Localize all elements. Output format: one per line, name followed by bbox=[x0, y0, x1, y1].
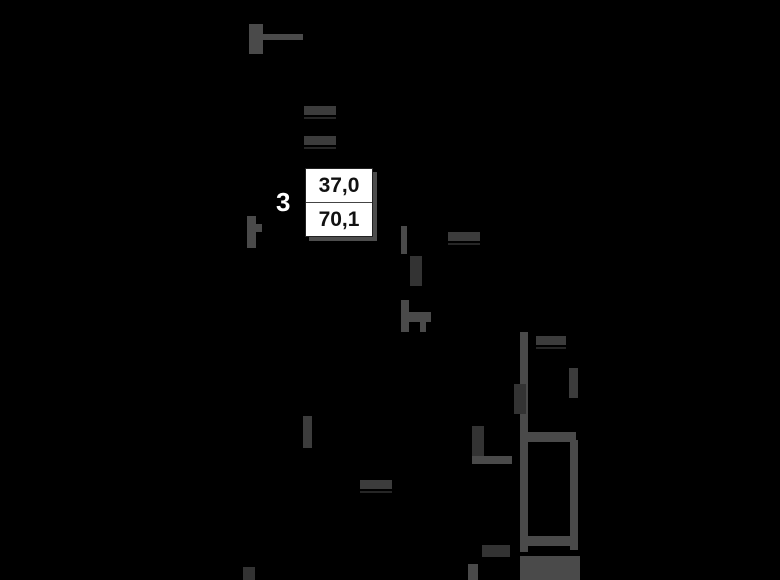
wall-segment bbox=[249, 24, 263, 54]
dimension-label bbox=[569, 368, 578, 398]
wall-segment bbox=[468, 564, 478, 580]
wall-segment bbox=[263, 34, 303, 40]
wall-segment bbox=[570, 440, 578, 550]
total-area: 70,1 bbox=[318, 207, 360, 231]
wall-segment bbox=[401, 300, 409, 332]
wall-segment bbox=[520, 432, 528, 552]
wall-segment bbox=[472, 456, 512, 464]
wall-segment bbox=[420, 322, 426, 332]
wall-segment bbox=[409, 312, 431, 322]
dimension-label bbox=[303, 416, 312, 448]
wall-segment bbox=[528, 432, 576, 442]
unit-callout[interactable]: 3 37,0 70,1 bbox=[270, 166, 380, 242]
wall-segment bbox=[256, 224, 262, 232]
wall-segment bbox=[401, 226, 407, 254]
wall-segment bbox=[410, 256, 422, 286]
wall-segment bbox=[528, 536, 572, 546]
dimension-label bbox=[360, 480, 392, 493]
area-box: 37,0 70,1 bbox=[305, 168, 373, 237]
dimension-label bbox=[304, 136, 336, 149]
wall-segment bbox=[520, 556, 580, 580]
wall-segment bbox=[482, 545, 510, 557]
wall-segment bbox=[243, 567, 255, 580]
wall-segment bbox=[514, 384, 526, 414]
room-count: 3 bbox=[276, 187, 291, 217]
wall-segment bbox=[520, 332, 528, 432]
wall-segment bbox=[247, 216, 256, 248]
living-area: 37,0 bbox=[306, 169, 372, 203]
wall-segment bbox=[472, 426, 484, 462]
dimension-label bbox=[448, 232, 480, 245]
dimension-label bbox=[304, 106, 336, 119]
dimension-label bbox=[536, 336, 566, 349]
